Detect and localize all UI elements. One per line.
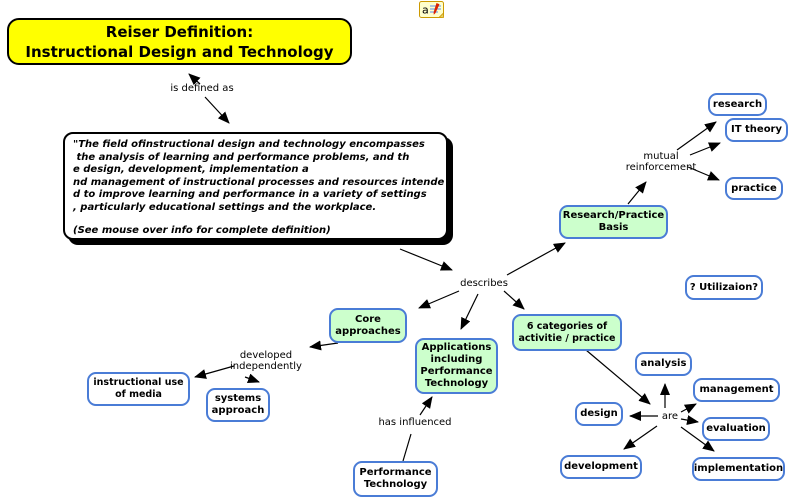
concept-text: Instructional Design and Technology — [25, 42, 334, 61]
concept-text: development — [564, 461, 638, 472]
concept-implementation[interactable]: implementation — [692, 457, 785, 481]
concept-performance-technology[interactable]: Performance Technology — [353, 461, 438, 497]
concept-text: ? Utilizaion? — [689, 281, 759, 293]
link-phrase-developed-independently[interactable]: developed independently — [228, 350, 304, 372]
concept-text: design — [580, 408, 618, 419]
definition-text: nd management of instructional processes… — [73, 176, 445, 188]
concept-evaluation[interactable]: evaluation — [702, 417, 770, 441]
edge-mutual-to-research — [676, 121, 717, 151]
concept-applications[interactable]: Applications including Performance Techn… — [415, 338, 498, 394]
edge-hasinfluenced-to-applications — [419, 396, 433, 416]
edge-basis-to-mutual — [627, 181, 647, 205]
concept-text: Applications — [421, 342, 492, 353]
link-phrase-is-defined-as[interactable]: is defined as — [170, 83, 234, 94]
link-phrase-describes[interactable]: describes — [460, 278, 508, 289]
concept-text: approach — [211, 405, 265, 416]
concept-text: Technology — [424, 378, 489, 389]
concept-text: Research/Practice — [562, 210, 665, 221]
annotation-note-icon[interactable]: a — [419, 1, 445, 19]
link-phrase-are[interactable]: are — [661, 411, 679, 422]
concept-text: Basis — [598, 222, 629, 233]
concept-text: evaluation — [706, 423, 766, 434]
definition-text: e design, development, implementation a — [73, 164, 309, 176]
concept-text: systems — [214, 393, 262, 404]
concept-text: practice — [731, 182, 777, 194]
concept-text: Performance — [359, 467, 432, 478]
definition-text: the analysis of learning and performance… — [73, 151, 410, 163]
concept-text: Reiser Definition: — [105, 22, 254, 41]
concept-text: Performance — [420, 366, 493, 377]
edge-isdefined-to-title — [188, 73, 201, 86]
concept-text: Technology — [363, 479, 428, 490]
link-phrase-mutual-reinforcement[interactable]: mutual reinforcement — [623, 151, 699, 173]
edge-describes-to-core — [418, 290, 460, 309]
concept-management[interactable]: management — [693, 378, 780, 402]
definition-text: , particularly educational settings and … — [73, 201, 377, 213]
edge-core-to-developed — [309, 340, 339, 351]
edge-describes-to-applications — [460, 293, 479, 330]
edge-perftech-to-hasinfluenced — [402, 433, 412, 462]
definition-text: "The field ofinstructional design and te… — [73, 139, 425, 150]
concept-research-practice-basis[interactable]: Research/Practice Basis — [559, 205, 668, 239]
concept-text: approaches — [335, 325, 401, 337]
edge-mutual-to-ittheory — [689, 142, 721, 156]
concept-text: of media — [115, 389, 162, 400]
concept-it-theory[interactable]: IT theory — [725, 118, 788, 142]
concept-research[interactable]: research — [708, 93, 767, 116]
edge-are-to-development — [623, 425, 658, 450]
edge-are-to-management — [680, 403, 697, 414]
edge-developed-to-instructionaluse — [194, 365, 235, 379]
concept-text: activitie / practice — [518, 332, 616, 344]
concept-systems-approach[interactable]: systems approach — [206, 388, 270, 422]
concept-instructional-use-of-media[interactable]: instructional use of media — [87, 372, 190, 406]
annotation-letter: a — [422, 4, 429, 17]
edge-mutual-to-practice — [687, 166, 720, 181]
edge-are-to-implementation — [680, 426, 715, 452]
concept-six-categories[interactable]: 6 categories of activitie / practice — [512, 314, 622, 351]
concept-text: analysis — [640, 358, 687, 369]
edge-sixcategories-to-are — [585, 349, 651, 405]
definition-text: (See mouse over info for complete defini… — [73, 225, 331, 237]
link-phrase-text: mutual — [643, 151, 679, 162]
concept-text: instructional use — [93, 377, 184, 388]
edge-developed-to-systems — [244, 373, 260, 384]
edge-isdefined-to-definition — [204, 96, 230, 124]
concept-text: IT theory — [730, 124, 783, 135]
concept-analysis[interactable]: analysis — [635, 352, 692, 376]
concept-text: implementation — [693, 463, 784, 474]
edge-definition-to-describes — [399, 248, 453, 271]
edge-describes-to-basis — [506, 242, 566, 276]
definition-text: d to improve learning and performance in… — [73, 189, 427, 201]
folded-corner-icon — [438, 12, 444, 18]
link-phrase-has-influenced[interactable]: has influenced — [378, 417, 452, 428]
link-phrase-text: reinforcement — [625, 162, 697, 173]
pencil-icon — [433, 3, 440, 15]
concept-core-approaches[interactable]: Core approaches — [329, 308, 407, 343]
concept-text: 6 categories of — [526, 320, 608, 332]
link-phrase-text: independently — [230, 361, 302, 372]
edge-describes-to-sixcategories — [503, 290, 525, 310]
concept-text: management — [699, 384, 774, 395]
concept-development[interactable]: development — [560, 455, 642, 479]
concept-definition[interactable]: "The field ofinstructional design and te… — [63, 132, 448, 240]
concept-utilization[interactable]: ? Utilizaion? — [685, 275, 763, 300]
concept-text: research — [712, 98, 763, 110]
concept-design[interactable]: design — [575, 402, 623, 426]
link-phrase-text: developed — [239, 350, 293, 361]
edge-are-to-evaluation — [680, 415, 699, 426]
concept-text: including — [430, 354, 483, 365]
concept-practice[interactable]: practice — [725, 177, 783, 200]
concept-title[interactable]: Reiser Definition: Instructional Design … — [7, 18, 352, 65]
concept-text: Core — [355, 313, 381, 325]
